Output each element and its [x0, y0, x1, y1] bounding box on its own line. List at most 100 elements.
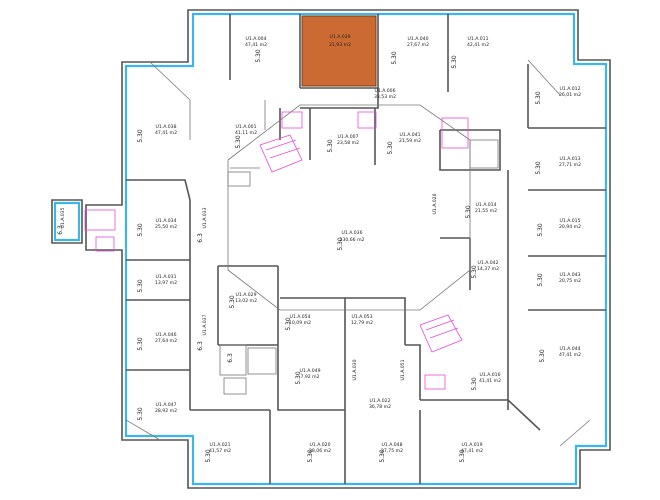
- room-area: 12,79 m2: [351, 320, 373, 326]
- room-tag: 5.30: [379, 449, 386, 463]
- room-label[interactable]: U1.A.007 23,58 m2: [337, 134, 359, 146]
- room-tag: 6.3: [227, 353, 234, 363]
- room-name: U1.A.041: [399, 132, 420, 138]
- room-name: U1.A.013: [559, 156, 580, 162]
- room-label[interactable]: U1.A.054 10,09 m2: [289, 314, 311, 326]
- stair-core-west: [84, 209, 116, 252]
- room-area: 130,66 m2: [340, 237, 365, 243]
- room-tag: 5.30: [471, 377, 478, 391]
- room-area: 13,97 m2: [155, 280, 177, 286]
- room-area: 36,78 m2: [369, 404, 391, 410]
- room-area: 47,41 m2: [461, 448, 483, 454]
- room-label[interactable]: U1.A.016 41,41 m2: [479, 372, 501, 384]
- room-label[interactable]: U1.A.040 27,67 m2: [407, 36, 429, 48]
- room-name: U1.A.014: [475, 202, 496, 208]
- room-label[interactable]: U1.A.047 28,92 m2: [155, 402, 177, 414]
- room-tag: 5.30: [459, 449, 466, 463]
- room-area: 42,41 m2: [467, 42, 489, 48]
- room-label[interactable]: U1.A.038 47,41 m2: [155, 124, 177, 136]
- room-area: 47,41 m2: [245, 42, 267, 48]
- room-tag: 5.30: [535, 91, 542, 105]
- room-area: 27,75 m2: [381, 448, 403, 454]
- room-name: U1.A.015: [559, 218, 580, 224]
- room-name: U1.A.049: [299, 368, 320, 374]
- room-area: 41,41 m2: [479, 378, 501, 384]
- room-area: 10,09 m2: [289, 320, 311, 326]
- room-tag: 5.30: [471, 265, 478, 279]
- room-tag: 5.30: [205, 449, 212, 463]
- vertical-room-name[interactable]: U1.A.026: [432, 193, 438, 214]
- room-label[interactable]: U1.A.039 21,93 m2: [329, 34, 351, 48]
- room-tag: 5.30: [391, 51, 398, 65]
- room-label[interactable]: U1.A.015 20,94 m2: [559, 218, 581, 230]
- room-label[interactable]: U1.A.019 47,41 m2: [461, 442, 483, 454]
- room-tag: 5.30: [327, 139, 334, 153]
- room-name: U1.A.001: [235, 124, 256, 130]
- room-label[interactable]: U1.A.043 20,75 m2: [559, 272, 581, 284]
- room-label[interactable]: U1.A.013 27,71 m2: [559, 156, 581, 168]
- room-name: U1.A.036: [341, 230, 362, 236]
- room-label[interactable]: U1.A.004 47,41 m2 5.30: [245, 36, 267, 63]
- room-tag: 5.30: [537, 273, 544, 287]
- room-area: 23,58 m2: [337, 140, 359, 146]
- restroom-east: [441, 117, 499, 169]
- room-label[interactable]: U1.A.021 41,57 m2: [209, 442, 231, 454]
- building-outline: [51, 9, 611, 489]
- room-label[interactable]: U1.A.029 13,02 m2: [235, 292, 257, 304]
- room-tag: 5.30: [235, 135, 242, 149]
- room-name: U1.A.044: [559, 346, 580, 352]
- room-area: 27,71 m2: [559, 162, 581, 168]
- room-area: 20,75 m2: [559, 278, 581, 284]
- room-name: U1.A.011: [467, 36, 488, 42]
- highlighted-room[interactable]: [301, 15, 377, 87]
- vertical-room-name[interactable]: U1.A.033: [202, 207, 208, 228]
- vertical-room-name[interactable]: U1.A.037: [202, 314, 208, 335]
- room-tag: 5.30: [451, 55, 458, 69]
- room-label[interactable]: U1.A.036 130,66 m2: [340, 230, 365, 243]
- room-tag: 5.30: [465, 205, 472, 219]
- stair-cores: [84, 111, 499, 395]
- room-name: U1.A.054: [289, 314, 310, 320]
- room-label[interactable]: U1.A.049 7,92 m2: [299, 368, 320, 380]
- room-area: 41,11 m2: [235, 130, 257, 136]
- room-label[interactable]: U1.A.034 25,50 m2: [155, 218, 177, 230]
- vertical-room-name[interactable]: U1.A.051: [400, 359, 406, 380]
- room-label[interactable]: U1.A.041 21,59 m2: [399, 132, 421, 144]
- vertical-room-name[interactable]: U1.A.035: [60, 207, 66, 228]
- vertical-labels: U1.A.035 U1.A.033 U1.A.037 U1.A.030 U1.A…: [60, 193, 438, 380]
- room-label[interactable]: U1.A.022 36,78 m2: [369, 398, 391, 410]
- room-label[interactable]: U1.A.046 27,64 m2: [155, 332, 177, 344]
- room-label[interactable]: U1.A.031 13,97 m2: [155, 274, 177, 286]
- room-name: U1.A.034: [155, 218, 176, 224]
- room-tag: 5.30: [229, 295, 236, 309]
- room-label[interactable]: U1.A.048 27,75 m2: [381, 442, 403, 454]
- room-tag: 6.3: [57, 225, 64, 235]
- room-area: 21,55 m2: [475, 208, 497, 214]
- room-tag: 5.30: [137, 337, 144, 351]
- room-label[interactable]: U1.A.020 28,06 m2: [309, 442, 331, 454]
- room-label[interactable]: U1.A.006 33,53 m2: [374, 88, 396, 100]
- room-label[interactable]: U1.A.044 47,41 m2: [559, 346, 581, 358]
- room-label[interactable]: U1.A.012 26,01 m2: [559, 86, 581, 98]
- room-name: U1.A.029: [235, 292, 256, 298]
- room-area: 25,50 m2: [155, 224, 177, 230]
- room-name: U1.A.048: [381, 442, 402, 448]
- room-name: U1.A.019: [461, 442, 482, 448]
- room-label[interactable]: U1.A.014 21,55 m2: [475, 202, 497, 214]
- room-label[interactable]: U1.A.053 12,79 m2: [351, 314, 373, 326]
- restroom-south: [219, 344, 277, 395]
- room-name: U1.A.039: [329, 34, 350, 40]
- room-area: 41,57 m2: [209, 448, 231, 454]
- room-label[interactable]: U1.A.042 14,37 m2: [477, 260, 499, 272]
- room-name: U1.A.006: [374, 88, 395, 94]
- room-area: 27,67 m2: [407, 42, 429, 48]
- central-atrium: [227, 104, 471, 311]
- vertical-room-name[interactable]: U1.A.030: [352, 359, 358, 380]
- room-area: 47,41 m2: [559, 352, 581, 358]
- room-label[interactable]: U1.A.011 42,41 m2: [467, 36, 489, 48]
- room-label[interactable]: U1.A.001 41,11 m2: [235, 124, 257, 136]
- room-name: U1.A.053: [351, 314, 372, 320]
- room-tag: 5.30: [255, 49, 262, 63]
- stair-core-south: [419, 314, 463, 390]
